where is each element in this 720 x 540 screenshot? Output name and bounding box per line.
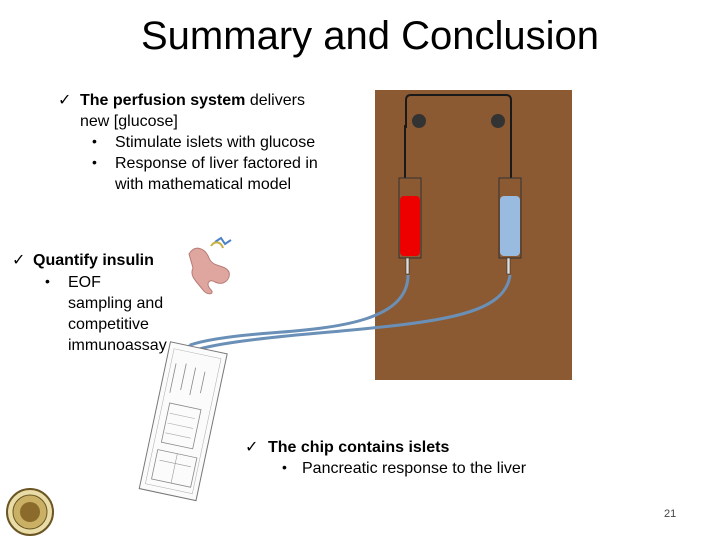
perfusion-line2: new [glucose] [80,113,178,130]
slide-title: Summary and Conclusion [141,14,599,58]
syringe-red [400,196,420,256]
perfusion-sub-3: with mathematical model [115,176,292,193]
pump-belt [405,94,512,128]
check-icon: ✓ [245,439,259,456]
insulin-sub-2: sampling and [68,295,164,312]
perfusion-sub-2: Response of liver factored in [115,155,318,172]
university-seal-logo [6,488,54,536]
bullet-dot: • [282,459,287,475]
insulin-sub-4: immunoassay [68,337,167,354]
check-icon: ✓ [12,252,26,269]
perfusion-sub-1: Stimulate islets with glucose [115,134,316,151]
perfusion-rest: delivers [245,92,305,109]
bullet-dot: • [92,133,97,149]
syringe-barrel-left [398,177,422,259]
bullet-dot: • [45,273,50,289]
microfluidic-chip [138,341,228,502]
perfusion-bold: The perfusion system [80,92,246,109]
insulin-molecule [188,236,232,295]
chip-bold: The chip contains islets [268,439,450,456]
insulin-bold: Quantify insulin [33,252,154,269]
pulley-left [412,114,426,128]
insulin-sub-3: competitive [68,316,149,333]
chip-sub-1: Pancreatic response to the liver [302,460,527,477]
pulley-right [491,114,505,128]
tube-right [189,274,512,354]
page-number: 21 [664,508,677,520]
syringe-blue [500,196,520,256]
insulin-sub-1: EOF [68,274,101,291]
check-icon: ✓ [58,92,72,109]
perfusion-bullet: The perfusion system delivers [80,90,305,111]
tube-left [189,274,410,347]
bullet-dot: • [92,154,97,170]
